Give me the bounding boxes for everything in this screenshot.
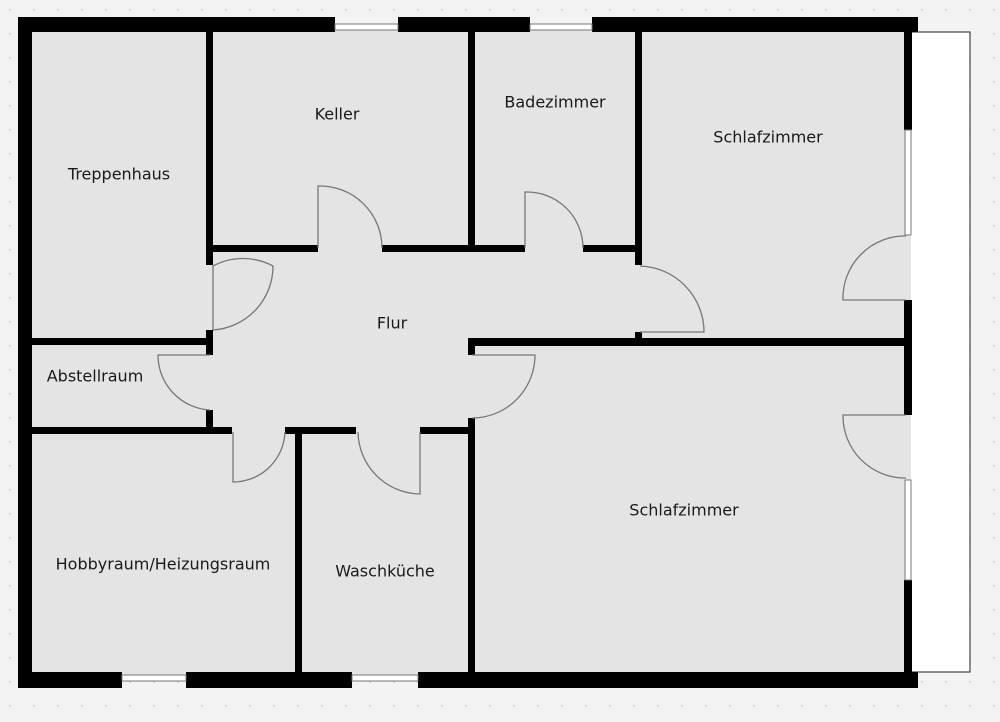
- doors: [157, 185, 907, 495]
- room-label-schlafzimmer-1: Schlafzimmer: [713, 128, 823, 147]
- room-label-waschkueche: Waschküche: [335, 562, 435, 581]
- room-label-flur: Flur: [377, 314, 408, 333]
- room-label-badezimmer: Badezimmer: [504, 93, 606, 112]
- windows: [121, 23, 912, 682]
- walls: [18, 17, 918, 688]
- room-labels: Treppenhaus Keller Badezimmer Schlafzimm…: [45, 91, 824, 582]
- balcony: [907, 31, 971, 673]
- room-label-hobbyraum: Hobbyraum/Heizungsraum: [56, 555, 271, 574]
- room-label-keller: Keller: [315, 105, 360, 124]
- room-label-abstellraum: Abstellraum: [47, 367, 144, 386]
- room-label-treppenhaus: Treppenhaus: [67, 165, 170, 184]
- room-label-schlafzimmer-2: Schlafzimmer: [629, 501, 739, 520]
